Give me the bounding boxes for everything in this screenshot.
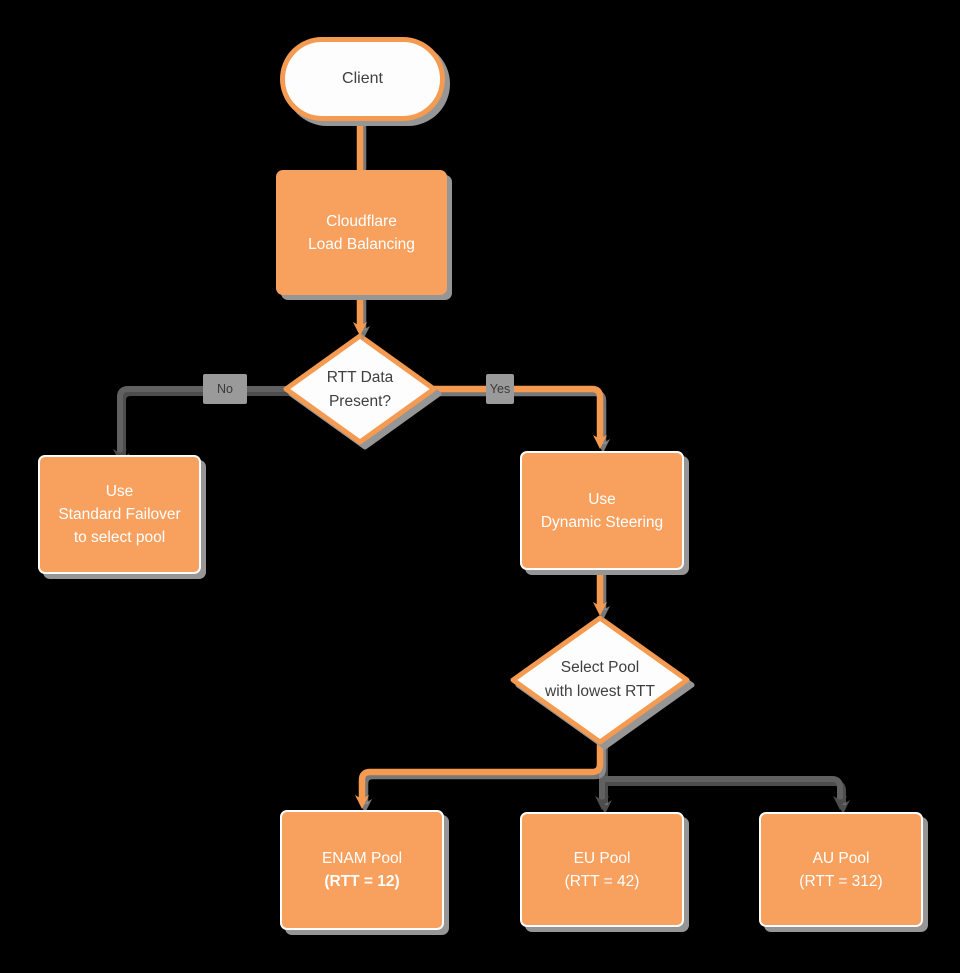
edge-rtt-no-to-failover	[117, 386, 286, 455]
edge-rtt-yes-to-dynamic	[434, 385, 604, 440]
node-pool-decision-label: Select Pool with lowest RTT	[545, 659, 655, 700]
node-load-balancing: Cloudflare Load Balancing	[276, 170, 447, 295]
node-eu-pool-name: EU Pool	[573, 849, 631, 867]
arrowhead-pooldecision	[593, 602, 607, 616]
node-enam-pool: ENAM Pool (RTT = 12)	[280, 810, 444, 930]
arrowhead-dynamic	[593, 435, 607, 449]
node-rtt-decision-label-box: RTT Data Present?	[285, 350, 435, 430]
arrowhead-enam	[355, 795, 369, 809]
orange-arrowheads	[353, 322, 607, 809]
pool-decision-diamond-shape	[510, 615, 690, 745]
node-au-pool-name: AU Pool	[812, 849, 870, 867]
node-client-label: Client	[342, 70, 383, 87]
node-client: Client	[280, 37, 445, 121]
node-eu-pool-rtt: (RTT = 42)	[564, 872, 640, 890]
node-load-balancing-label: Cloudflare Load Balancing	[308, 212, 415, 253]
node-au-pool-rtt: (RTT = 312)	[799, 872, 883, 890]
rtt-decision-diamond-shape	[283, 333, 437, 445]
node-rtt-decision-label: RTT Data Present?	[326, 369, 394, 410]
node-standard-failover-label: Use Standard Failover to select pool	[58, 483, 181, 546]
edge-pool-to-enam	[358, 741, 604, 800]
node-enam-pool-name: ENAM Pool	[321, 850, 403, 867]
arrowhead-rtt	[353, 322, 367, 336]
edge-pool-to-au	[602, 776, 843, 801]
arrowhead-eu	[595, 796, 609, 810]
node-dynamic-steering: Use Dynamic Steering	[520, 451, 684, 570]
arrowhead-au	[833, 796, 847, 810]
node-dynamic-steering-label: Use Dynamic Steering	[540, 490, 664, 531]
node-pool-decision-label-box: Select Pool with lowest RTT	[515, 640, 685, 720]
node-eu-pool: EU Pool (RTT = 42)	[520, 812, 684, 927]
node-enam-pool-rtt: (RTT = 12)	[324, 873, 400, 890]
gray-arrowheads	[113, 449, 847, 810]
edge-label-no: No	[203, 374, 247, 404]
node-au-pool: AU Pool (RTT = 312)	[759, 812, 923, 927]
edge-label-yes: Yes	[486, 374, 514, 404]
node-standard-failover: Use Standard Failover to select pool	[38, 455, 201, 574]
